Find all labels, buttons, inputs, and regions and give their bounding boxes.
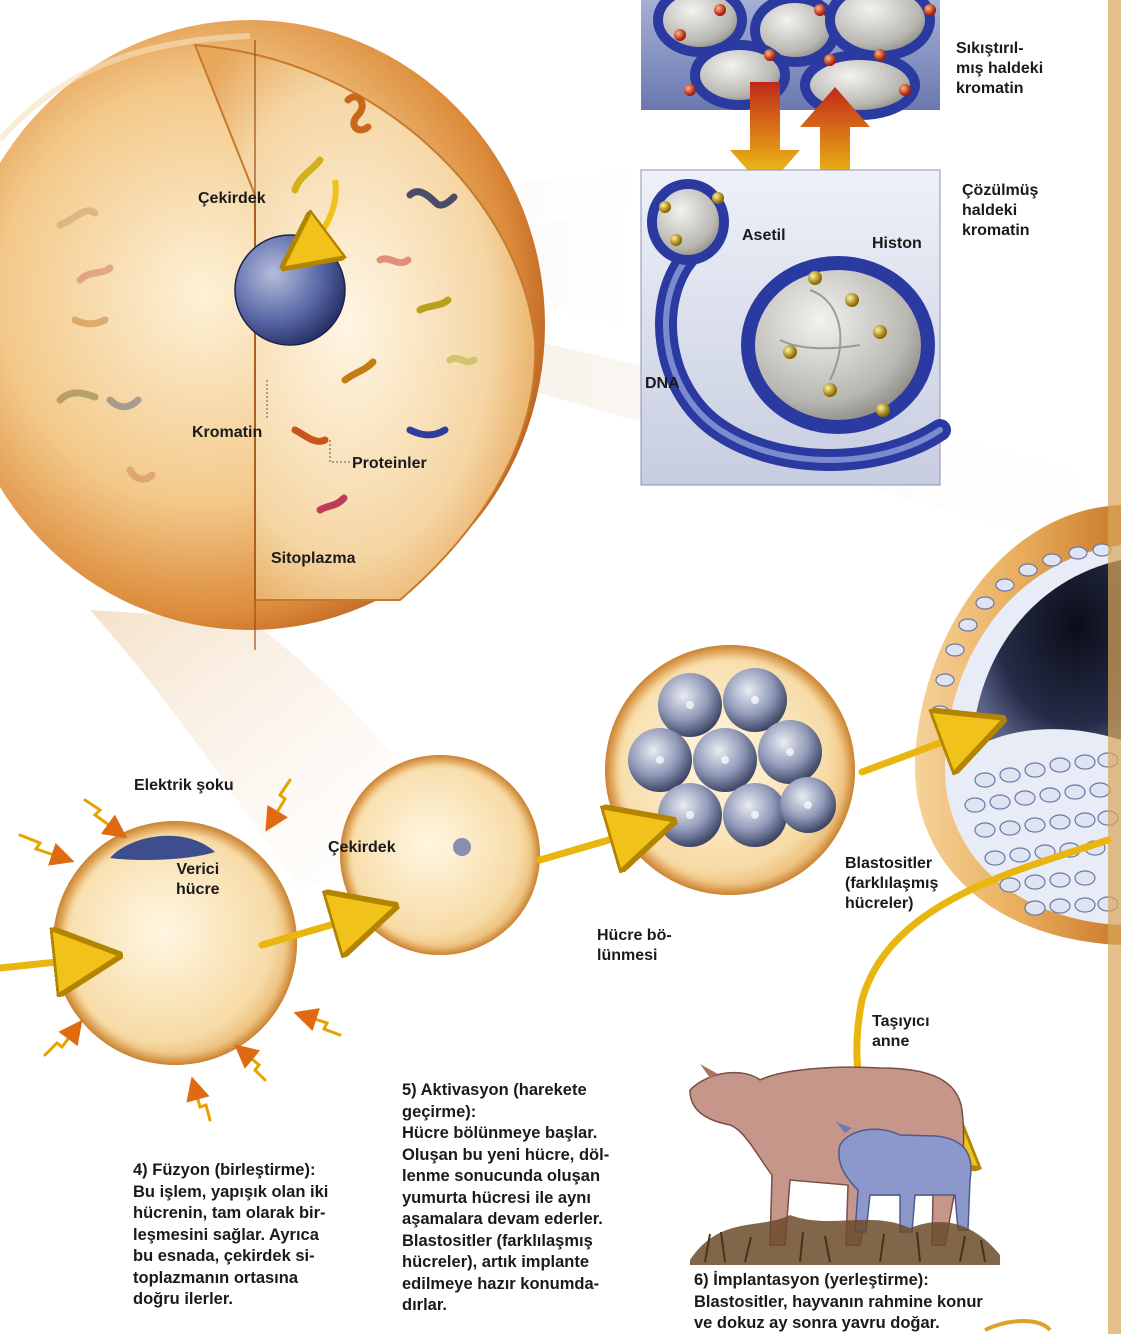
blastocyst-section xyxy=(915,505,1121,945)
activation-line-1: Hücre bölünmeye başlar. xyxy=(402,1123,677,1145)
activation-line-2: Oluşan bu yeni hücre, döl- xyxy=(402,1145,677,1167)
surrogate-mother-label: Taşıyıcı anne xyxy=(872,1012,930,1052)
cow-and-calf xyxy=(690,1064,1000,1265)
fusion-title: 4) Füzyon (birleştirme): xyxy=(133,1160,378,1182)
activation-line-8: edilmeye hazır konumda- xyxy=(402,1274,677,1296)
activation-title-2: geçirme): xyxy=(402,1102,677,1124)
chromatin-label: Kromatin xyxy=(192,423,262,443)
compacted-chromatin-panel xyxy=(641,0,940,115)
fusion-line-5: toplazmanın ortasına xyxy=(133,1268,378,1290)
histone-label: Histon xyxy=(872,234,922,254)
loosened-chromatin-panel xyxy=(641,170,940,485)
implantation-line-2: ve dokuz ay sonra yavru doğar. xyxy=(694,1313,1054,1335)
electric-shock-label: Elektrik şoku xyxy=(134,776,234,796)
proteins-label: Proteinler xyxy=(352,454,427,474)
dna-label: DNA xyxy=(645,374,680,394)
cytoplasm-label: Sitoplazma xyxy=(271,549,355,569)
blastocytes-label: Blastositler (farklılaşmış hücreler) xyxy=(845,854,938,914)
activation-step-text: 5) Aktivasyon (harekete geçirme): Hücre … xyxy=(402,1080,677,1317)
activation-line-5: aşamalara devam ederler. xyxy=(402,1209,677,1231)
donor-cell-label: Verici hücre xyxy=(176,860,220,900)
acetyl-label: Asetil xyxy=(742,226,786,246)
implantation-step-text: 6) İmplantasyon (yerleştirme): Blastosit… xyxy=(694,1270,1054,1335)
fusion-line-4: bu esnada, çekirdek si- xyxy=(133,1246,378,1268)
implantation-title: 6) İmplantasyon (yerleştirme): xyxy=(694,1270,1054,1292)
activation-line-4: yumurta hücresi ile aynı xyxy=(402,1188,677,1210)
activation-line-9: dırlar. xyxy=(402,1295,677,1317)
fusion-step-text: 4) Füzyon (birleştirme): Bu işlem, yapış… xyxy=(133,1160,378,1311)
loosened-chromatin-label: Çözülmüş haldeki kromatin xyxy=(962,181,1038,241)
implantation-line-1: Blastositler, hayvanın rahmine konur xyxy=(694,1292,1054,1314)
nucleus-sphere xyxy=(235,235,345,345)
activation-line-6: Blastositler (farklılaşmış xyxy=(402,1231,677,1253)
nucleus-mid-label: Çekirdek xyxy=(328,838,396,858)
dividing-cell xyxy=(605,645,855,895)
activation-title-1: 5) Aktivasyon (harekete xyxy=(402,1080,677,1102)
compacted-chromatin-label: Sıkıştırıl- mış haldeki kromatin xyxy=(956,39,1043,99)
fusion-line-2: hücrenin, tam olarak bir- xyxy=(133,1203,378,1225)
nucleus-top-label: Çekirdek xyxy=(198,189,266,209)
activation-line-7: hücreler), artık implante xyxy=(402,1252,677,1274)
activation-line-3: lenme sonucunda oluşan xyxy=(402,1166,677,1188)
fusion-line-1: Bu işlem, yapışık olan iki xyxy=(133,1182,378,1204)
page-edge-strip xyxy=(1108,0,1121,1334)
fusion-line-3: leşmesini sağlar. Ayrıca xyxy=(133,1225,378,1247)
cell-division-label: Hücre bö- lünmesi xyxy=(597,926,672,966)
fusion-line-6: doğru ilerler. xyxy=(133,1289,378,1311)
